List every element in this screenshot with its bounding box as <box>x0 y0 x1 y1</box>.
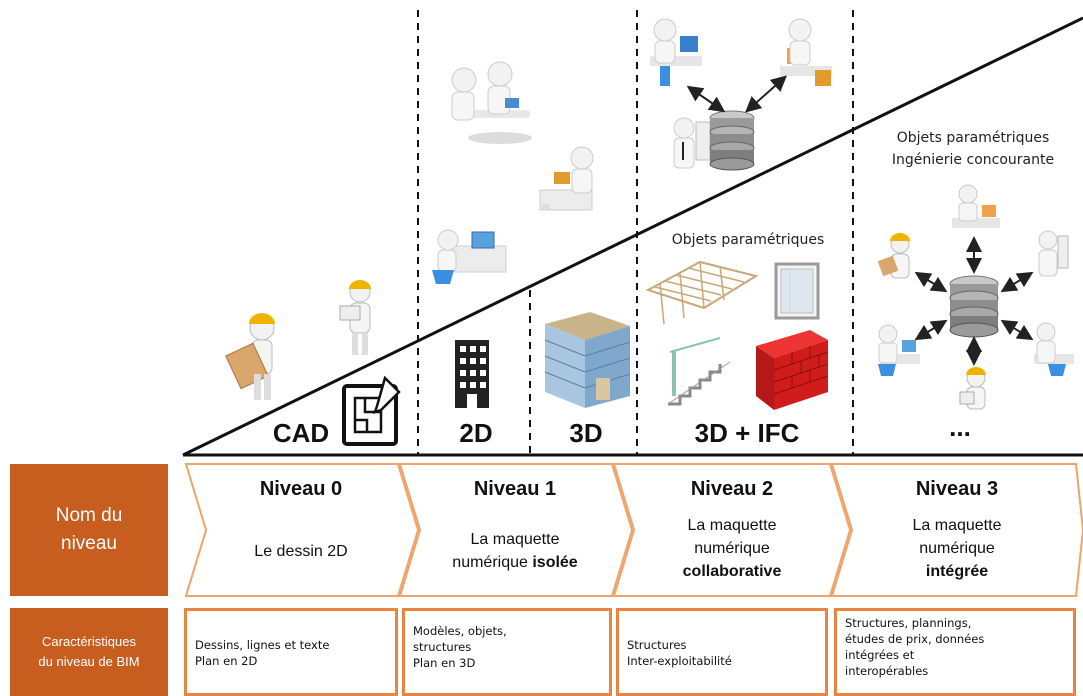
building-icon <box>455 340 489 408</box>
database-icon <box>709 110 755 171</box>
level-1-desc: La maquette numérique isolée <box>420 528 610 574</box>
level-3-desc-line1: La maquette <box>912 517 1002 534</box>
office-worker-icon-computer <box>432 229 507 284</box>
level-3-desc-line2: numérique <box>919 540 995 557</box>
row-header-carac-line1: Caractéristiques <box>42 634 136 649</box>
annotation-ingenierie: Ingénierie concourante <box>891 152 1055 168</box>
staircase-icon <box>667 337 731 406</box>
office-worker-icon-desk <box>539 146 594 211</box>
char-1-line1: Modèles, objets, <box>413 624 507 638</box>
stage-label-3d-ifc: 3D + IFC <box>694 418 800 448</box>
level-3-desc-bold: intégrée <box>925 563 989 580</box>
annotation-objets-parametriques: Objets paramétriques <box>671 232 825 248</box>
stage-label-cad: CAD <box>272 418 330 448</box>
office-worker-icon-hub-bl <box>878 324 920 376</box>
window-icon <box>774 262 820 320</box>
char-3-line1: Structures, plannings, <box>845 616 972 630</box>
stage-label-ellipsis: ... <box>949 412 971 442</box>
link-arrow <box>745 75 787 113</box>
level-2-desc-line1: La maquette <box>687 517 777 534</box>
level-0-desc: Le dessin 2D <box>206 540 396 563</box>
database-icon-hub <box>949 275 999 338</box>
architect-icon-lvl2 <box>673 117 711 169</box>
growth-diagonal <box>182 16 1083 457</box>
link-arrow <box>686 85 726 113</box>
office-worker-icon-top-right <box>780 18 832 86</box>
char-3-line4: interopérables <box>845 664 929 678</box>
char-0-line2: Plan en 2D <box>195 654 258 668</box>
level-2-desc-line2: numérique <box>694 540 770 557</box>
level-0-desc-line1: Le dessin 2D <box>254 543 348 560</box>
level-0-title: Niveau 0 <box>259 478 343 500</box>
office-worker-icon-top-left <box>650 18 702 86</box>
characteristics-level-3: Structures, plannings, études de prix, d… <box>834 608 1076 696</box>
architect-icon-hub-right <box>1038 230 1069 277</box>
char-2-line2: Inter-exploitabilité <box>627 654 732 668</box>
annotation-objets-parametriques-top: Objets paramétriques <box>896 130 1050 146</box>
stage-label-2d: 2D <box>459 418 493 448</box>
stage-label-3d: 3D <box>569 418 603 448</box>
row-header-nom-line2: niveau <box>61 533 117 554</box>
office-worker-icon-hub-br <box>1034 322 1074 376</box>
level-2-title: Niveau 2 <box>690 478 774 500</box>
office-worker-icon-hub-top <box>952 184 1000 228</box>
level-1-desc-line2: numérique <box>452 554 533 571</box>
level-chevrons <box>184 463 1083 597</box>
characteristics-level-2: Structures Inter-exploitabilité <box>616 608 828 696</box>
char-2-line1: Structures <box>627 638 687 652</box>
architect-icon-hub-left <box>877 233 910 279</box>
char-1-line3: Plan en 3D <box>413 656 476 670</box>
row-header-nom-line1: Nom du <box>55 505 123 526</box>
level-3-desc: La maquette numérique intégrée <box>852 514 1062 583</box>
level-2-desc: La maquette numérique collaborative <box>634 514 830 583</box>
office-worker-icon <box>451 61 532 144</box>
characteristics-level-0: Dessins, lignes et texte Plan en 2D <box>184 608 398 696</box>
roof-truss-icon <box>645 260 759 325</box>
level-1-title: Niveau 1 <box>473 478 557 500</box>
cad-drawing-icon <box>342 375 401 446</box>
level-1-desc-line1: La maquette <box>470 531 560 548</box>
level-2-desc-bold: collaborative <box>682 563 782 580</box>
char-3-line2: études de prix, données <box>845 632 985 646</box>
architect-icon <box>225 313 275 400</box>
row-header-carac-line2: du niveau de BIM <box>38 654 140 669</box>
char-1-line2: structures <box>413 640 472 654</box>
characteristics-level-1: Modèles, objets, structures Plan en 3D <box>402 608 612 696</box>
level-1-desc-bold: isolée <box>532 554 578 571</box>
char-3-line3: intégrées et <box>845 648 915 662</box>
row-header-caracteristiques: Caractéristiques du niveau de BIM <box>10 608 168 696</box>
row-header-nom: Nom du niveau <box>10 464 168 596</box>
architect-icon-2 <box>339 280 371 355</box>
3d-building-icon <box>544 312 631 408</box>
level-3-title: Niveau 3 <box>915 478 999 500</box>
architect-icon-hub-bottom <box>959 367 986 410</box>
brick-wall-icon <box>756 330 829 410</box>
char-0-line1: Dessins, lignes et texte <box>195 638 330 652</box>
